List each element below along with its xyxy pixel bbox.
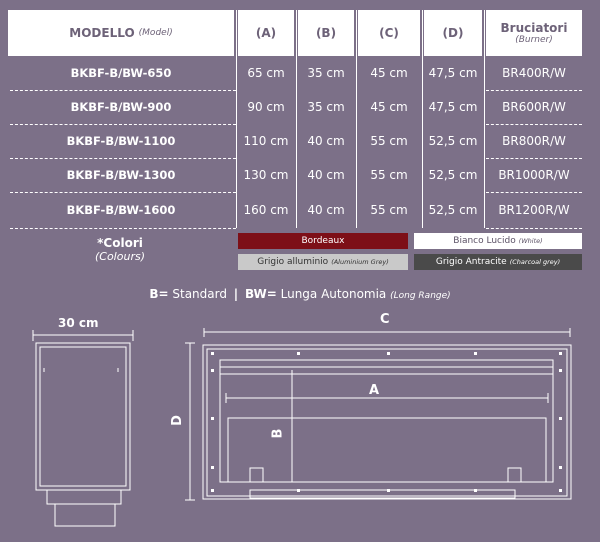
row-divider — [10, 158, 236, 159]
header-col-d: (D) — [424, 10, 482, 56]
row-burner: BR400R/W — [502, 66, 566, 80]
header-col-b: (B) — [298, 10, 354, 56]
side-width-label: 30 cm — [58, 316, 99, 330]
column-divider — [484, 10, 485, 228]
header-col-d-label: (D) — [442, 26, 464, 40]
legend-bw: BW= — [245, 287, 277, 301]
row-divider — [10, 228, 236, 229]
row-a: 90 cm — [247, 100, 285, 114]
dimension-a-label: A — [369, 383, 380, 398]
swatch-bordeaux: Bordeaux — [238, 233, 408, 249]
row-model: BKBF-B/BW-900 — [70, 100, 172, 114]
row-b: 35 cm — [307, 66, 345, 80]
row-b: 40 cm — [307, 168, 345, 182]
swatch-note: (Charcoal grey) — [509, 258, 561, 266]
row-c: 55 cm — [370, 203, 408, 217]
row-a: 110 cm — [243, 134, 289, 148]
column-divider — [236, 10, 237, 228]
swatch-note: (Aluminium Grey) — [331, 258, 389, 266]
row-divider — [486, 90, 582, 91]
swatch-name: Bordeaux — [301, 236, 345, 246]
header-col-c: (C) — [358, 10, 420, 56]
header-col-a-label: (A) — [255, 26, 277, 40]
header-col-b-label: (B) — [315, 26, 337, 40]
row-c: 55 cm — [370, 134, 408, 148]
legend-separator: | — [233, 287, 239, 301]
row-a: 160 cm — [243, 203, 289, 217]
row-divider — [486, 192, 582, 193]
row-model: BKBF-B/BW-1100 — [66, 134, 176, 148]
legend-line: B= Standard | BW= Lunga Autonomia (Long … — [0, 287, 600, 301]
column-divider — [356, 10, 357, 228]
row-d: 47,5 cm — [428, 66, 478, 80]
row-d: 52,5 cm — [428, 134, 478, 148]
swatch-name: Grigio alluminio — [257, 257, 329, 267]
front-view-drawing — [185, 328, 572, 501]
row-a: 65 cm — [247, 66, 285, 80]
row-burner: BR1200R/W — [498, 203, 570, 217]
header-burner-title: Bruciatori — [500, 21, 568, 35]
row-c: 45 cm — [370, 100, 408, 114]
swatch-charcoal-grey: Grigio Antracite(Charcoal grey) — [414, 254, 582, 270]
row-model: BKBF-B/BW-1300 — [66, 168, 176, 182]
header-model: MODELLO (Model) — [8, 10, 234, 56]
dimension-c-label: C — [380, 312, 390, 327]
swatch-aluminium-grey: Grigio alluminio(Aluminium Grey) — [238, 254, 408, 270]
row-divider — [10, 192, 236, 193]
header-model-subtitle: (Model) — [138, 28, 173, 38]
header-burner-subtitle: (Burner) — [515, 35, 553, 45]
row-b: 40 cm — [307, 203, 345, 217]
row-b: 40 cm — [307, 134, 345, 148]
column-divider — [296, 10, 297, 228]
row-a: 130 cm — [243, 168, 289, 182]
swatch-name: Bianco Lucido — [453, 236, 516, 246]
header-burner: Bruciatori (Burner) — [486, 10, 582, 56]
row-divider — [486, 228, 582, 229]
legend-bw-note: (Long Range) — [390, 291, 451, 301]
row-divider — [486, 124, 582, 125]
header-col-a: (A) — [238, 10, 294, 56]
header-col-c-label: (C) — [379, 26, 399, 40]
dimension-b-label: B — [270, 428, 286, 439]
legend-b: B= — [149, 287, 169, 301]
header-model-title: MODELLO — [69, 26, 135, 40]
row-d: 52,5 cm — [428, 168, 478, 182]
row-d: 52,5 cm — [428, 203, 478, 217]
row-divider — [10, 124, 236, 125]
row-c: 55 cm — [370, 168, 408, 182]
row-burner: BR600R/W — [502, 100, 566, 114]
swatch-name: Grigio Antracite — [435, 257, 507, 267]
row-divider — [486, 158, 582, 159]
colors-label: *Colori (Colours) — [60, 236, 180, 263]
side-view-drawing — [32, 330, 134, 527]
row-d: 47,5 cm — [428, 100, 478, 114]
row-divider — [10, 90, 236, 91]
row-c: 45 cm — [370, 66, 408, 80]
colors-title: *Colori — [97, 236, 143, 250]
row-burner: BR1000R/W — [498, 168, 570, 182]
legend-b-text: Standard — [172, 287, 227, 301]
row-model: BKBF-B/BW-650 — [70, 66, 172, 80]
swatch-white: Bianco Lucido(White) — [414, 233, 582, 249]
dimension-d-label: D — [169, 415, 185, 426]
row-b: 35 cm — [307, 100, 345, 114]
column-divider — [422, 10, 423, 228]
swatch-note: (White) — [518, 237, 543, 245]
row-model: BKBF-B/BW-1600 — [66, 203, 176, 217]
colors-subtitle: (Colours) — [94, 250, 145, 263]
screw-holes — [211, 352, 562, 492]
row-burner: BR800R/W — [502, 134, 566, 148]
legend-bw-text: Lunga Autonomia — [280, 287, 387, 301]
technical-drawings — [32, 328, 572, 527]
